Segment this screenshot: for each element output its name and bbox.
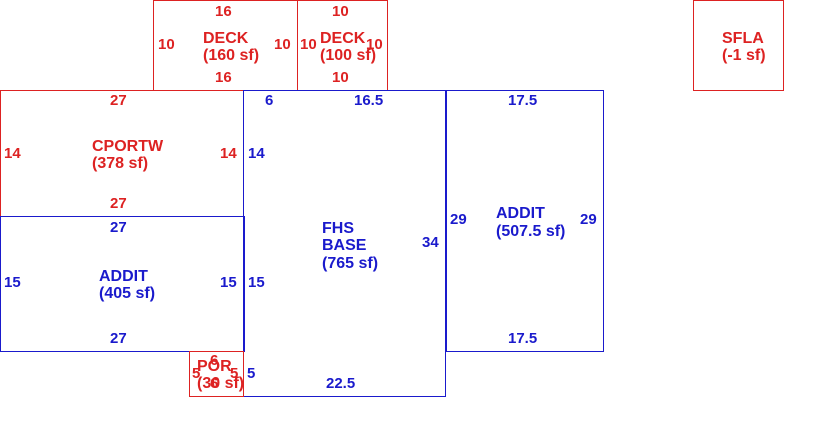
cportw-label: CPORTW [92, 138, 164, 155]
por-area [189, 351, 244, 397]
deck-left-dim-left: 10 [158, 36, 175, 53]
fhs-base-dim-left-bottom: 15 [248, 274, 265, 291]
addit-left-dim-top: 27 [110, 219, 127, 236]
deck-left-dim-right: 10 [274, 36, 291, 53]
deck-right-dim-bottom: 10 [332, 69, 349, 86]
sfla-area [693, 0, 784, 91]
por-area-text: (30 sf) [197, 375, 245, 392]
fhs-base-area [243, 90, 446, 397]
fhs-base-dim-right: 34 [422, 234, 439, 251]
addit-left-dim-bottom: 27 [110, 330, 127, 347]
fhs-base-dim-top-left: 6 [265, 92, 274, 109]
deck-left-area-text: (160 sf) [203, 47, 260, 64]
addit-right-dim-right: 29 [580, 211, 597, 228]
cportw-dim-top: 27 [110, 92, 127, 109]
fhs-base-label-line1: FHS [322, 220, 354, 237]
cportw-dim-bottom: 27 [110, 195, 127, 212]
addit-right-dim-bottom: 17.5 [508, 330, 538, 347]
addit-right-dim-top: 17.5 [508, 92, 538, 109]
cportw-dim-left: 14 [4, 145, 21, 162]
por-dim-bottom: 6 [210, 375, 219, 392]
fhs-base-dim-left-top: 14 [248, 145, 265, 162]
addit-left-area-text: (405 sf) [99, 285, 156, 302]
fhs-base-dim-bottom: 22.5 [326, 375, 356, 392]
addit-left-label: ADDIT [99, 268, 148, 285]
fhs-base-area-text: (765 sf) [322, 255, 379, 272]
deck-right-dim-top: 10 [332, 3, 349, 20]
addit-right-area-text: (507.5 sf) [496, 223, 566, 240]
sfla-label: SFLA [722, 30, 764, 47]
cportw-area-text: (378 sf) [92, 155, 149, 172]
por-dim-right: 5 [230, 365, 239, 382]
addit-left-dim-right: 15 [220, 274, 237, 291]
cportw-dim-right: 14 [220, 145, 237, 162]
deck-right-label: DECK [320, 30, 366, 47]
addit-left-area [0, 216, 245, 352]
deck-right-dim-right: 10 [366, 36, 383, 53]
por-dim-left: 5 [192, 365, 201, 382]
fhs-base-dim-top: 16.5 [354, 92, 384, 109]
deck-right-dim-left: 10 [300, 36, 317, 53]
por-dim-top: 6 [210, 352, 219, 369]
por-label: POR [197, 358, 232, 375]
deck-left-dim-bottom: 16 [215, 69, 232, 86]
deck-left-dim-top: 16 [215, 3, 232, 20]
deck-right-area-text: (100 sf) [320, 47, 377, 64]
sfla-area-text: (-1 sf) [722, 47, 766, 64]
fhs-base-label-line2: BASE [322, 237, 367, 254]
addit-right-dim-left: 29 [450, 211, 467, 228]
deck-left-label: DECK [203, 30, 249, 47]
addit-right-label: ADDIT [496, 205, 545, 222]
addit-right-area [446, 90, 604, 352]
fhs-base-dim-bottom-left: 5 [247, 365, 256, 382]
addit-left-dim-left: 15 [4, 274, 21, 291]
